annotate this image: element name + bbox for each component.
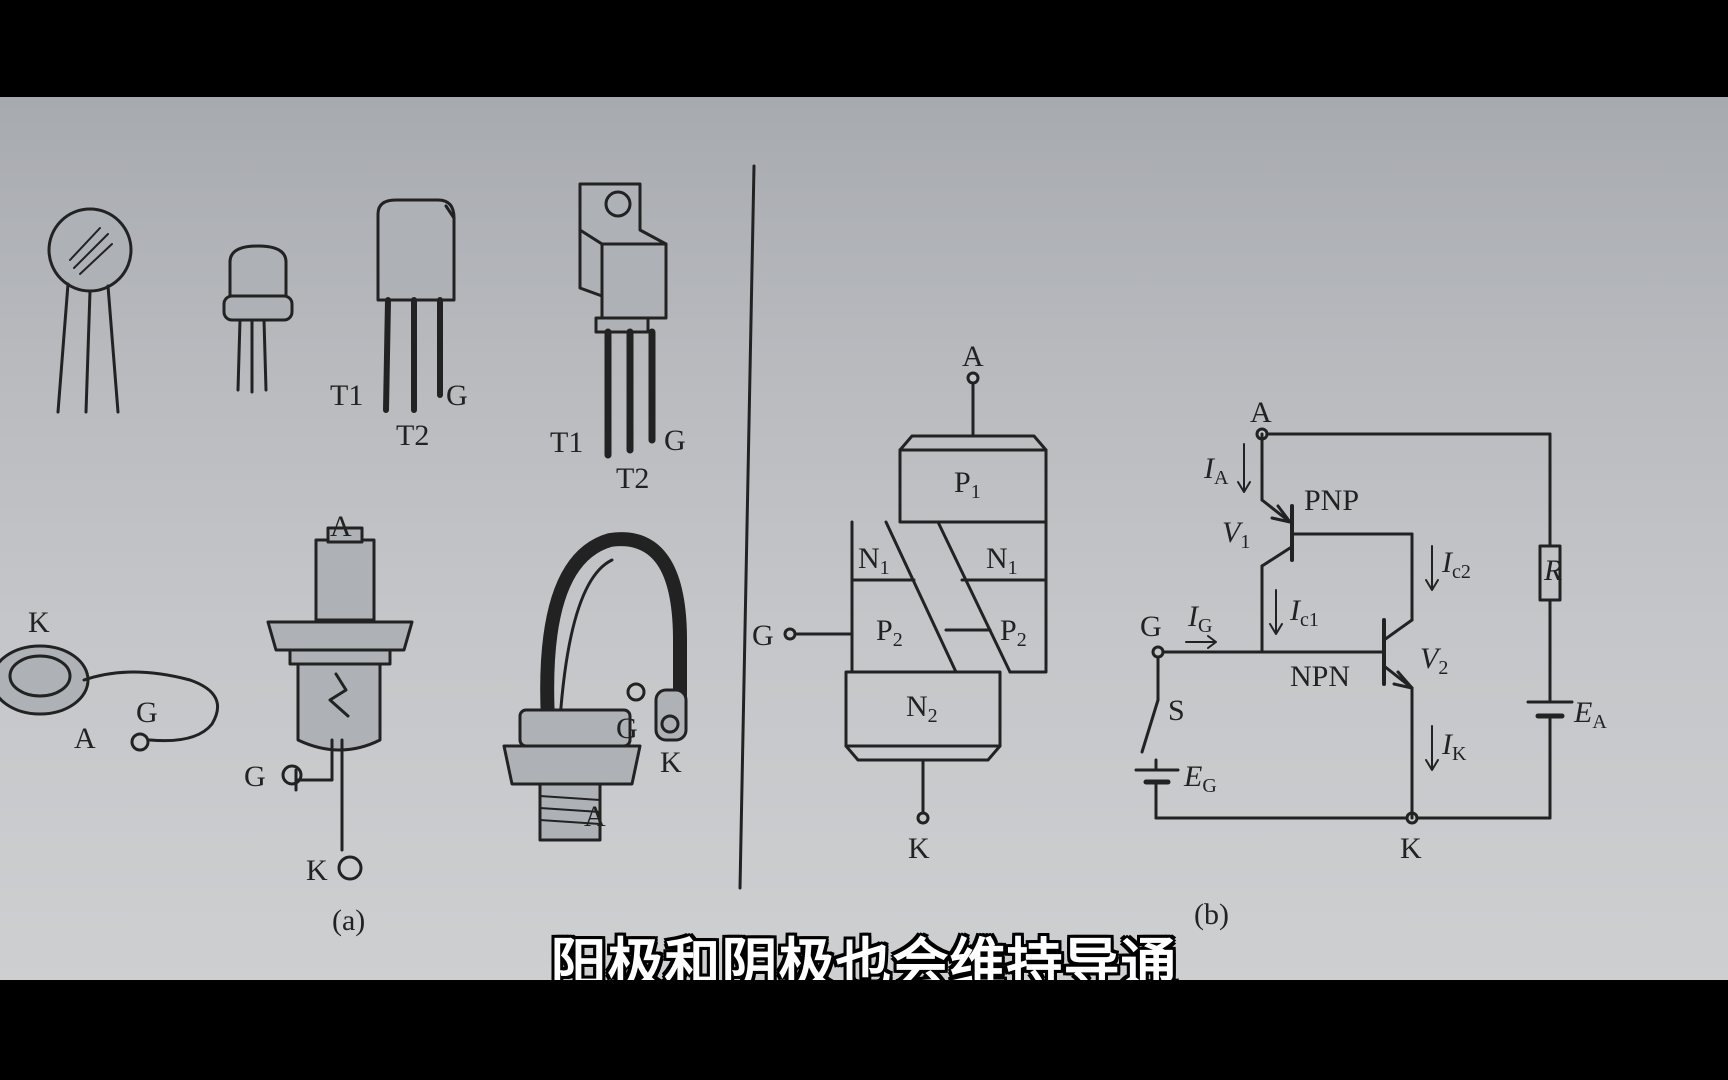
book-page [0,97,1728,980]
label-source-ea: EA [1573,696,1607,733]
disc-thyristor-drawing [47,207,133,414]
stud-thyristor-drawing [266,526,414,881]
label-g-ring: G [136,696,158,729]
label-a-wired: A [584,800,606,833]
wired-thyristor-drawing [502,532,688,842]
label-layer-p2-left: P2 [876,614,903,651]
label-circuit-gate: G [1140,610,1162,643]
label-resistor-r: R [1543,554,1562,587]
label-circuit-cathode: K [1400,832,1422,865]
label-g-large: G [664,424,686,457]
caption-b: (b) [1194,898,1229,931]
label-circuit-anode: A [1250,396,1272,429]
label-g-stud: G [244,760,266,793]
to220-triac-drawing [578,182,668,459]
label-structure-gate: G [752,619,774,652]
figure-separator-line [738,164,756,890]
label-switch-s: S [1168,694,1185,727]
label-t2-small: T2 [396,419,429,452]
label-k-stud: K [306,854,328,887]
label-layer-p2-right: P2 [1000,614,1027,651]
label-v2: V2 [1420,642,1448,679]
pnpn-structure-drawing [783,371,1048,825]
ring-thyristor-drawing [0,644,220,752]
label-layer-n1-right: N1 [986,542,1018,579]
label-npn: NPN [1290,660,1350,693]
label-k-ring: K [28,606,50,639]
label-g-small: G [446,379,468,412]
two-transistor-circuit [1134,427,1574,825]
caption-a: (a) [332,904,365,937]
label-t1-large: T1 [550,426,583,459]
label-t2-large: T2 [616,462,649,495]
label-layer-n2: N2 [906,690,938,727]
label-current-ia: IA [1203,452,1229,489]
label-current-ik: IK [1441,728,1467,765]
label-structure-cathode: K [908,832,930,865]
label-layer-n1-left: N1 [858,542,890,579]
top-letterbox-bar [0,0,1728,97]
bottom-letterbox-bar [0,980,1728,1080]
label-a-ring: A [74,722,96,755]
to92-triac-drawing [376,198,456,413]
label-source-eg: EG [1183,760,1217,797]
label-current-ig: IG [1187,600,1212,637]
label-layer-p1: P1 [954,466,981,503]
metal-can-thyristor-drawing [222,244,294,394]
label-k-wired: K [660,746,682,779]
label-current-ic2: Ic2 [1441,546,1471,583]
label-v1: V1 [1222,516,1250,553]
label-a-stud: A [330,510,352,543]
label-current-ic1: Ic1 [1289,594,1319,631]
label-structure-anode: A [962,340,984,373]
label-t1-small: T1 [330,379,363,412]
label-pnp: PNP [1304,484,1359,517]
label-g-wired: G [616,712,638,745]
